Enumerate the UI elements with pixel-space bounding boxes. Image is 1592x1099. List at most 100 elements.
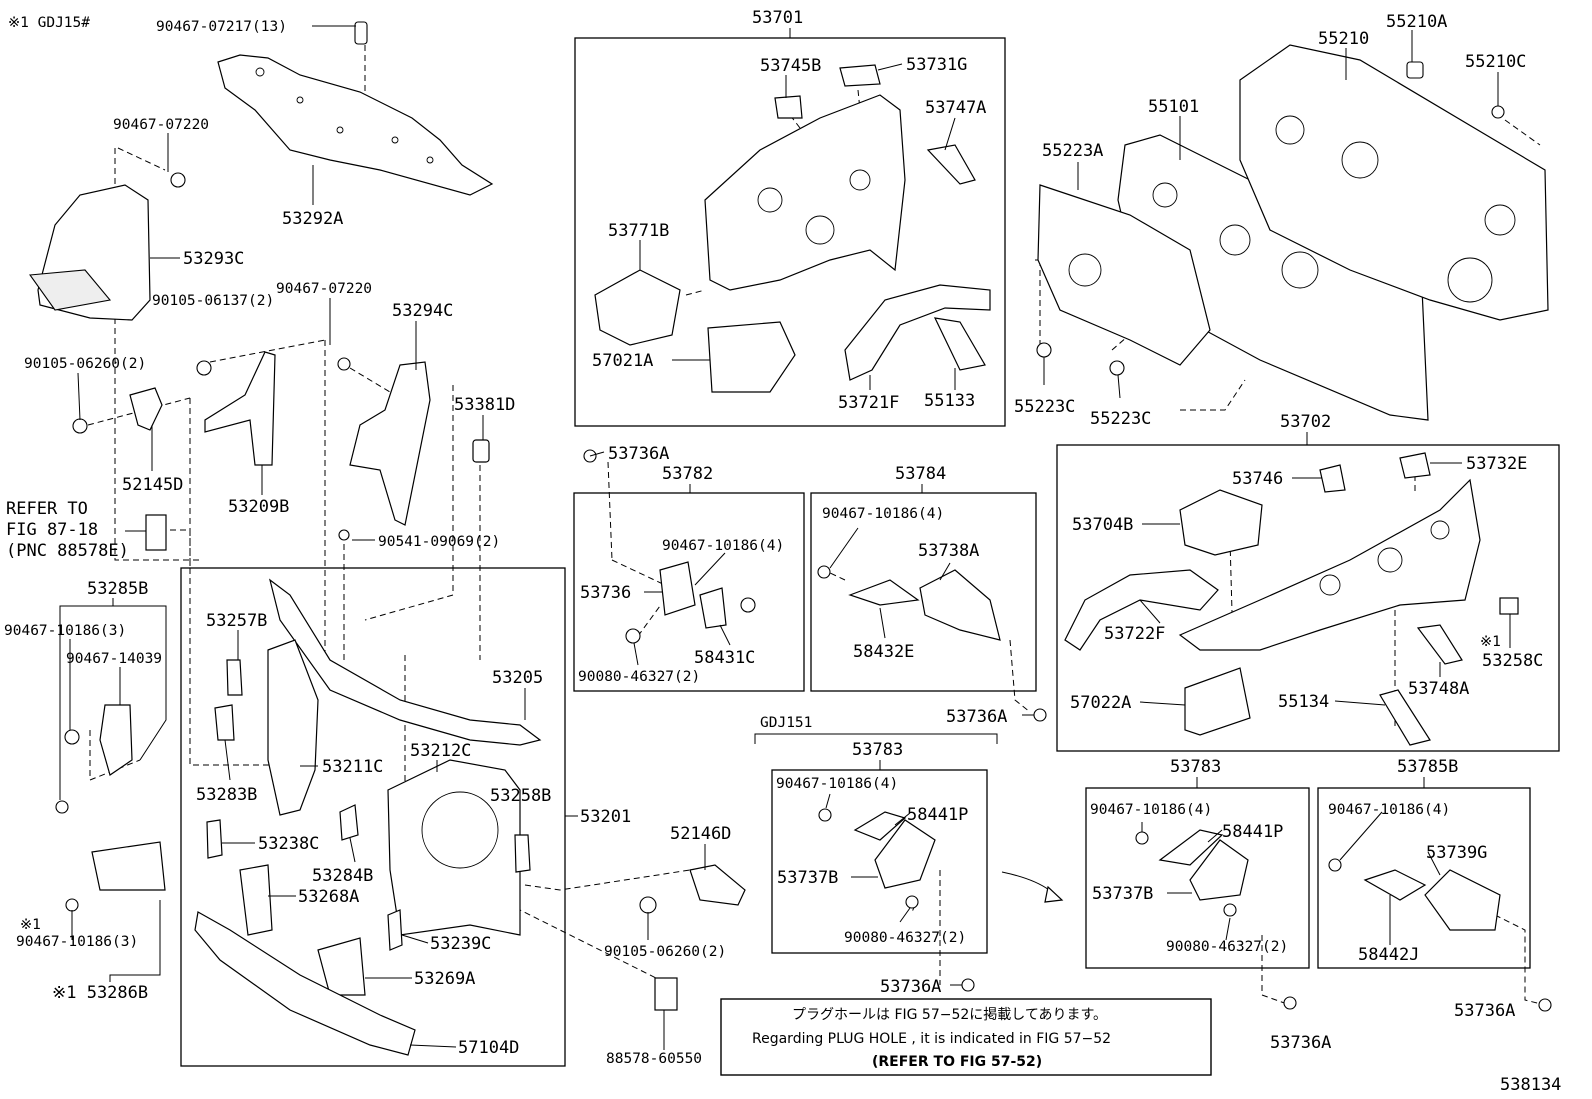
part-label[interactable]: 53283B bbox=[196, 785, 257, 805]
bracket-55133 bbox=[933, 317, 986, 371]
refer-line2[interactable]: FIG 87-18 bbox=[6, 520, 98, 540]
part-label[interactable]: 90467-14039 bbox=[66, 651, 162, 667]
part-label[interactable]: 53745B bbox=[760, 56, 821, 76]
part-label[interactable]: 88578-60550 bbox=[606, 1051, 702, 1067]
part-label[interactable]: 90467-10186(4) bbox=[822, 506, 944, 522]
part-label[interactable]: 52146D bbox=[670, 824, 731, 844]
group-53285b[interactable]: 53285B bbox=[87, 579, 148, 599]
note-line-refer[interactable]: (REFER TO FIG 57-52) bbox=[872, 1054, 1042, 1070]
part-label[interactable]: 58432E bbox=[853, 642, 914, 662]
part-label[interactable]: 53269A bbox=[414, 969, 475, 989]
part-label[interactable]: 90467-10186(3) bbox=[16, 934, 138, 950]
part-label[interactable]: 53736A bbox=[880, 977, 941, 997]
part-label[interactable]: 53771B bbox=[608, 221, 669, 241]
part-label[interactable]: 55223C bbox=[1014, 397, 1075, 417]
part-label[interactable]: 53238C bbox=[258, 834, 319, 854]
part-label[interactable]: 55210A bbox=[1386, 12, 1447, 32]
part-label[interactable]: 90467-10186(4) bbox=[1328, 802, 1450, 818]
part-label[interactable]: 53721F bbox=[838, 393, 899, 413]
part-label[interactable]: 53268A bbox=[298, 887, 359, 907]
group-53783-b[interactable]: 53783 bbox=[1170, 757, 1221, 777]
member-53721f bbox=[844, 284, 991, 381]
group-53701[interactable]: 53701 bbox=[752, 8, 803, 28]
part-label[interactable]: 53292A bbox=[282, 209, 343, 229]
part-label[interactable]: 55134 bbox=[1278, 692, 1329, 712]
part-label[interactable]: 58431C bbox=[694, 648, 755, 668]
bracket-53736 bbox=[659, 561, 696, 616]
part-label[interactable]: 90467-10186(4) bbox=[776, 776, 898, 792]
part-label[interactable]: 58442J bbox=[1358, 945, 1419, 965]
part-label[interactable]: 57021A bbox=[592, 351, 653, 371]
part-label[interactable]: 53736A bbox=[1270, 1033, 1331, 1053]
part-label[interactable]: 53239C bbox=[430, 934, 491, 954]
group-53201[interactable]: 53201 bbox=[580, 807, 631, 827]
part-label[interactable]: 90080-46327(2) bbox=[1166, 939, 1288, 955]
part-label[interactable]: 90080-46327(2) bbox=[578, 669, 700, 685]
plug-88578 bbox=[654, 977, 678, 1011]
part-label[interactable]: 57104D bbox=[458, 1038, 519, 1058]
bracket-58442j bbox=[1363, 869, 1427, 901]
part-label[interactable]: 53736A bbox=[946, 707, 1007, 727]
group-53286b[interactable]: ※1 53286B bbox=[52, 983, 148, 1003]
part-label[interactable]: 53732E bbox=[1466, 454, 1527, 474]
part-label[interactable]: 53293C bbox=[183, 249, 244, 269]
bracket-52146d bbox=[689, 864, 746, 906]
part-label[interactable]: 53746 bbox=[1232, 469, 1283, 489]
part-label[interactable]: 53284B bbox=[312, 866, 373, 886]
support-53205 bbox=[269, 578, 542, 746]
part-label[interactable]: 53704B bbox=[1072, 515, 1133, 535]
part-label[interactable]: 90105-06260(2) bbox=[604, 944, 726, 960]
part-label[interactable]: 53736A bbox=[608, 444, 669, 464]
part-label[interactable]: 53209B bbox=[228, 497, 289, 517]
group-53785b[interactable]: 53785B bbox=[1397, 757, 1458, 777]
part-label[interactable]: 53258C bbox=[1482, 651, 1543, 671]
part-label[interactable]: 53722F bbox=[1104, 624, 1165, 644]
part-label[interactable]: 90541-09069(2) bbox=[378, 534, 500, 550]
part-label[interactable]: 57022A bbox=[1070, 693, 1131, 713]
part-label[interactable]: 55223A bbox=[1042, 141, 1103, 161]
part-label[interactable]: 53205 bbox=[492, 668, 543, 688]
part-label[interactable]: 53736 bbox=[580, 583, 631, 603]
part-label[interactable]: 53748A bbox=[1408, 679, 1469, 699]
part-label[interactable]: 55210C bbox=[1465, 52, 1526, 72]
part-label[interactable]: 53737B bbox=[777, 868, 838, 888]
part-label[interactable]: 90467-07220 bbox=[113, 117, 209, 133]
part-label[interactable]: 53738A bbox=[918, 541, 979, 561]
part-label[interactable]: 90467-07220 bbox=[276, 281, 372, 297]
part-label[interactable]: 55210 bbox=[1318, 29, 1369, 49]
part-label[interactable]: 90105-06260(2) bbox=[24, 356, 146, 372]
part-label[interactable]: 55133 bbox=[924, 391, 975, 411]
part-label[interactable]: 53257B bbox=[206, 611, 267, 631]
part-label[interactable]: 53294C bbox=[392, 301, 453, 321]
bracket-57022a bbox=[1184, 667, 1251, 736]
part-label[interactable]: 90467-10186(3) bbox=[4, 623, 126, 639]
part-label[interactable]: 53731G bbox=[906, 55, 967, 75]
part-label[interactable]: 58441P bbox=[907, 805, 968, 825]
part-label[interactable]: 53381D bbox=[454, 395, 515, 415]
part-label[interactable]: 90105-06137(2) bbox=[152, 293, 274, 309]
bracket-53737b-a bbox=[874, 819, 936, 889]
part-label[interactable]: 90467-10186(4) bbox=[1090, 802, 1212, 818]
group-53783-a[interactable]: 53783 bbox=[852, 740, 903, 760]
part-label[interactable]: 55101 bbox=[1148, 97, 1199, 117]
part-label[interactable]: 53258B bbox=[490, 786, 551, 806]
part-label[interactable]: 53747A bbox=[925, 98, 986, 118]
part-label[interactable]: 53211C bbox=[322, 757, 383, 777]
brace-53238c bbox=[206, 819, 223, 859]
bracket-53258c bbox=[1499, 597, 1519, 615]
part-label[interactable]: 90467-07217(13) bbox=[156, 19, 287, 35]
part-label[interactable]: 90080-46327(2) bbox=[844, 930, 966, 946]
part-label[interactable]: 53739G bbox=[1426, 843, 1487, 863]
bracket-53771b bbox=[594, 269, 681, 346]
part-label[interactable]: 53737B bbox=[1092, 884, 1153, 904]
part-label[interactable]: 52145D bbox=[122, 475, 183, 495]
brace-53268a bbox=[239, 864, 273, 936]
group-53782[interactable]: 53782 bbox=[662, 464, 713, 484]
part-label[interactable]: 90467-10186(4) bbox=[662, 538, 784, 554]
part-label[interactable]: 53736A bbox=[1454, 1001, 1515, 1021]
group-53702[interactable]: 53702 bbox=[1280, 412, 1331, 432]
part-label[interactable]: 53212C bbox=[410, 741, 471, 761]
part-label[interactable]: 55223C bbox=[1090, 409, 1151, 429]
group-53784[interactable]: 53784 bbox=[895, 464, 946, 484]
part-label[interactable]: 58441P bbox=[1222, 822, 1283, 842]
